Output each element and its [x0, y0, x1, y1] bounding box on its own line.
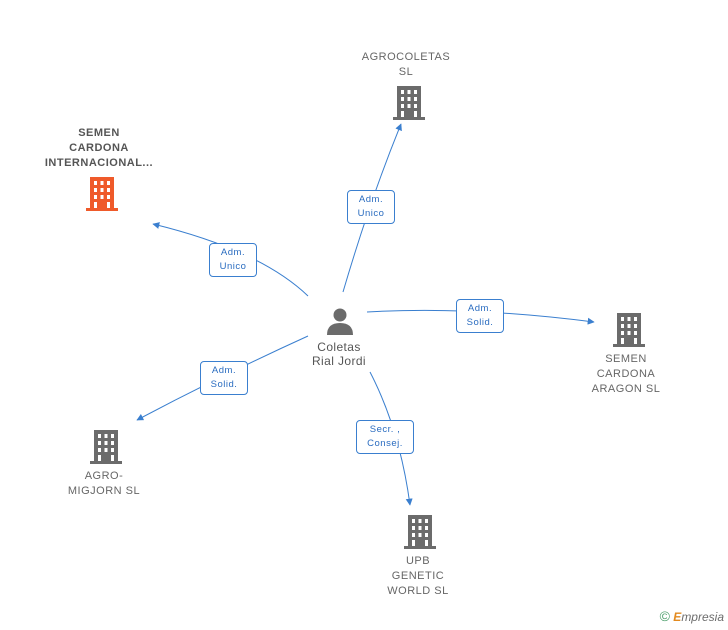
- person-name-line1: Coletas: [317, 340, 361, 354]
- edge-label-line: Unico: [219, 261, 247, 272]
- node-label-agrocoletas[interactable]: AGROCOLETAS SL: [350, 50, 462, 80]
- edge-label-line: Solid.: [210, 379, 238, 390]
- node-label-semen-aragon[interactable]: SEMEN CARDONA ARAGON SL: [578, 352, 674, 397]
- edge-label-semen-intl: Adm. Unico: [209, 243, 257, 277]
- copyright-icon: ©: [659, 608, 670, 624]
- node-line: UPB: [405, 555, 431, 567]
- center-person-label[interactable]: Coletas Rial Jordi: [296, 340, 382, 368]
- node-line: SEMEN: [78, 127, 120, 139]
- edge-label-line: Adm.: [211, 365, 237, 376]
- building-icon: [86, 177, 118, 211]
- node-line: WORLD SL: [387, 585, 449, 597]
- node-line: MIGJORN SL: [67, 485, 141, 497]
- building-icon: [90, 430, 122, 464]
- building-icon: [613, 313, 645, 347]
- node-line: INTERNACIONAL...: [44, 157, 154, 169]
- edge-label-line: Unico: [357, 208, 385, 219]
- node-label-agro-migjorn[interactable]: AGRO- MIGJORN SL: [56, 469, 152, 499]
- edge-label-line: Adm.: [220, 247, 246, 258]
- edge-label-line: Consej.: [367, 438, 403, 449]
- node-label-semen-intl[interactable]: SEMEN CARDONA INTERNACIONAL...: [36, 126, 162, 171]
- building-icon: [393, 86, 425, 120]
- brand-logo-letter: E: [673, 610, 682, 624]
- edge-label-line: Secr. ,: [369, 424, 401, 435]
- node-line: SL: [398, 66, 414, 78]
- edge-label-line: Solid.: [466, 317, 494, 328]
- node-line: AGRO-: [84, 470, 124, 482]
- node-line: GENETIC: [391, 570, 445, 582]
- node-line: SEMEN: [605, 353, 647, 365]
- node-line: AGROCOLETAS: [361, 51, 451, 63]
- node-line: CARDONA: [69, 142, 129, 154]
- person-name-line2: Rial Jordi: [311, 354, 366, 368]
- building-icon: [404, 515, 436, 549]
- brand-name: mpresia: [681, 610, 724, 624]
- edge-label-semen-aragon: Adm. Solid.: [456, 299, 504, 333]
- edge-label-agrocoletas: Adm. Unico: [347, 190, 395, 224]
- node-label-upb[interactable]: UPB GENETIC WORLD SL: [370, 554, 466, 599]
- edge-label-line: Adm.: [358, 194, 384, 205]
- edge-label-agro-migjorn: Adm. Solid.: [200, 361, 248, 395]
- edge-label-line: Adm.: [467, 303, 493, 314]
- node-line: ARAGON SL: [591, 383, 661, 395]
- node-line: CARDONA: [596, 368, 656, 380]
- edge-label-upb: Secr. , Consej.: [356, 420, 414, 454]
- person-icon: [327, 308, 353, 335]
- footer-brand[interactable]: © Empresia: [660, 608, 724, 624]
